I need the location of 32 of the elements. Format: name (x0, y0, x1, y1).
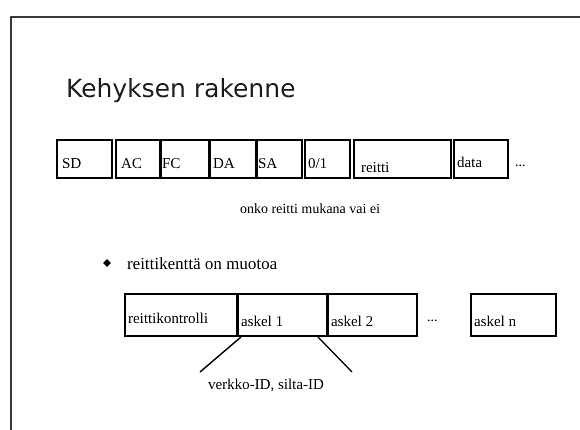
field-box (237, 293, 328, 337)
field-label: SA (258, 157, 278, 172)
field-box (470, 293, 557, 337)
field-label: AC (121, 157, 142, 172)
field-label: SD (62, 157, 82, 172)
field-label: reitti (361, 161, 390, 176)
note-text: onko reitti mukana vai ei (240, 203, 380, 217)
connector-line (200, 336, 242, 373)
field-label: data (457, 156, 482, 171)
field-label: 0/1 (308, 157, 328, 172)
connector-line (317, 336, 353, 373)
field-label: FC (162, 157, 180, 172)
field-label: askel 2 (331, 315, 374, 330)
field-box (124, 293, 238, 337)
annotation-text: verkko-ID, silta-ID (208, 378, 324, 393)
field-box (209, 139, 257, 179)
ellipsis-text: ... (515, 156, 526, 170)
field-label: DA (213, 157, 235, 172)
field-label: reittikontrolli (128, 312, 208, 327)
field-label: askel 1 (241, 315, 284, 330)
field-box (115, 139, 161, 179)
ellipsis-text: ... (427, 311, 438, 325)
field-box (327, 293, 418, 337)
field-box (353, 139, 452, 179)
field-label: askel n (474, 315, 516, 330)
field-box (160, 139, 210, 179)
bullet-text: reittikenttä on muotoa (127, 255, 278, 272)
field-box (453, 139, 509, 179)
field-box (56, 139, 113, 179)
field-box (256, 139, 303, 179)
field-box (304, 139, 351, 179)
slide-title: Kehyksen rakenne (66, 76, 296, 101)
